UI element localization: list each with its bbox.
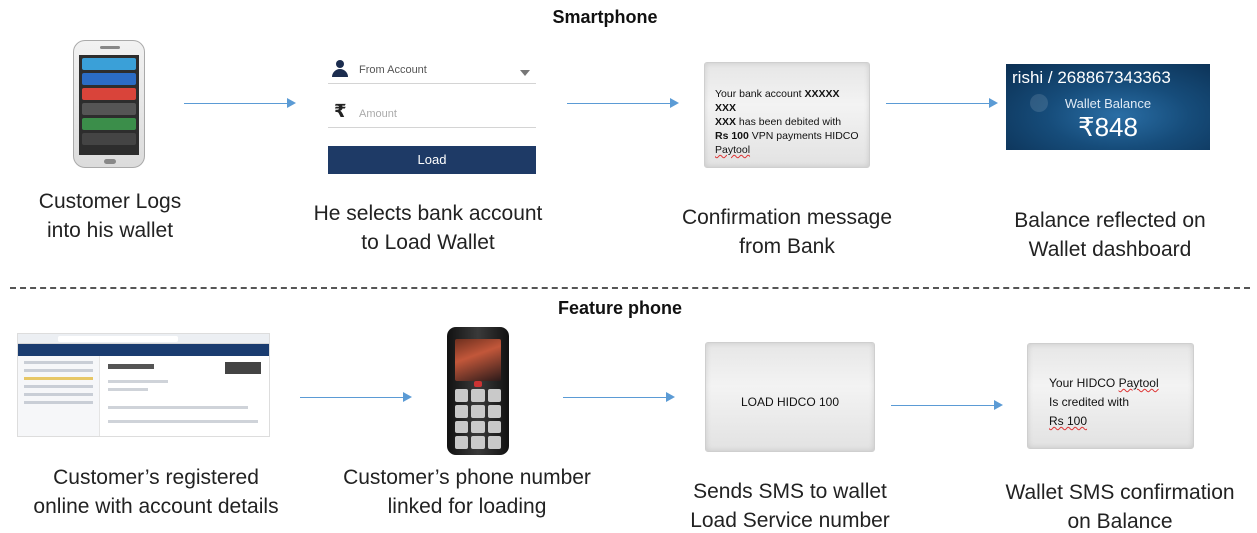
site-sidebar [18, 356, 100, 436]
rupee-icon: ₹ [334, 101, 347, 121]
keypad [455, 389, 501, 449]
flow-arrow [886, 98, 998, 108]
step-caption-balance: Balance reflected on Wallet dashboard [990, 206, 1230, 264]
caption-line: linked for loading [387, 495, 547, 518]
wallet-heading [108, 364, 154, 369]
user-icon [332, 60, 348, 78]
section-divider [10, 287, 1250, 289]
step-caption-login: Customer Logs into his wallet [30, 187, 190, 245]
caption-line: Wallet dashboard [1028, 238, 1192, 261]
sms-line: Rs 100 [1049, 414, 1088, 428]
sms-text: LOAD HIDCO 100 [740, 395, 840, 409]
caption-line: He selects bank account [313, 202, 543, 225]
phone-screen [455, 339, 501, 381]
wallet-card-band [82, 88, 136, 100]
online-wallet-screenshot [17, 333, 270, 437]
wallet-card-band [82, 118, 136, 130]
caption-line: Sends SMS to wallet [693, 480, 887, 503]
load-wallet-form: From Account ₹ Amount Load [318, 42, 546, 178]
wallet-card-band [82, 133, 136, 145]
wallet-balance-amount: ₹848 [1078, 112, 1138, 142]
chevron-down-icon [520, 70, 530, 76]
wallet-user-id: rishi / 268867343363 [1012, 68, 1171, 87]
amount-input[interactable]: ₹ Amount [328, 94, 536, 128]
browser-chrome [18, 334, 269, 344]
end-call-key [474, 381, 482, 387]
flow-arrow [567, 98, 679, 108]
bank-confirmation-sms: Your bank account XXXXX XXX XXX has been… [704, 62, 870, 168]
btc-balance [225, 362, 261, 374]
wallet-card-band [82, 73, 136, 85]
flow-arrow [300, 392, 412, 402]
smartphone-image [73, 40, 145, 168]
sms-line: Paytool [715, 144, 751, 156]
caption-line: online with account details [33, 495, 279, 518]
sms-line: XXX has been debited with [715, 116, 842, 128]
caption-line: Balance reflected on [1014, 209, 1206, 232]
step-caption-select-account: He selects bank account to Load Wallet [298, 199, 558, 257]
wallet-balance-card: rishi / 268867343363 Wallet Balance ₹848 [1006, 64, 1210, 150]
caption-line: on Balance [1067, 510, 1173, 533]
site-navbar [18, 344, 269, 356]
home-button [104, 159, 116, 164]
wallet-card-band [82, 103, 136, 115]
wallet-app-screen [79, 55, 139, 155]
address-bar [58, 336, 178, 342]
feature-phone-image [447, 327, 509, 455]
caption-line: from Bank [739, 235, 835, 258]
caption-line: Customer Logs [38, 190, 182, 213]
wallet-confirmation-sms: Your HIDCO Paytool Is credited with Rs 1… [1027, 343, 1194, 449]
step-caption-phone-linked: Customer’s phone number linked for loadi… [322, 463, 612, 521]
wallet-card-band [82, 58, 136, 70]
step-caption-sends-sms: Sends SMS to wallet Load Service number [675, 477, 905, 533]
step-caption-wallet-confirmation: Wallet SMS confirmation on Balance [985, 478, 1255, 533]
wallet-balance-label: Wallet Balance [1064, 96, 1152, 111]
sms-line: Rs 100 VPN payments HIDCO [715, 130, 859, 142]
caption-line: Load Service number [690, 509, 890, 532]
caption-line: Customer’s registered [53, 466, 259, 489]
caption-line: into his wallet [46, 219, 174, 242]
load-button[interactable]: Load [328, 146, 536, 174]
step-caption-registered: Customer’s registered online with accoun… [15, 463, 297, 521]
flow-arrow [563, 392, 675, 402]
flow-arrow [184, 98, 296, 108]
amount-placeholder: Amount [359, 108, 397, 120]
sms-line: Is credited with [1049, 395, 1130, 409]
phone-speaker [100, 46, 120, 49]
step-caption-confirmation: Confirmation message from Bank [662, 203, 912, 261]
caption-line: Wallet SMS confirmation [1005, 481, 1235, 504]
sms-line: Your HIDCO Paytool [1049, 376, 1159, 390]
wallet-avatar [1030, 94, 1048, 112]
smartphone-section-title: Smartphone [552, 7, 658, 27]
flow-arrow [891, 400, 1003, 410]
load-request-sms: LOAD HIDCO 100 [705, 342, 875, 452]
caption-line: to Load Wallet [361, 231, 495, 254]
caption-line: Customer’s phone number [343, 466, 591, 489]
feature-phone-section-title: Feature phone [557, 298, 682, 318]
from-account-label: From Account [359, 64, 427, 76]
caption-line: Confirmation message [681, 206, 893, 229]
sms-line: Your bank account XXXXX XXX [715, 88, 840, 114]
from-account-dropdown[interactable]: From Account [328, 50, 536, 84]
